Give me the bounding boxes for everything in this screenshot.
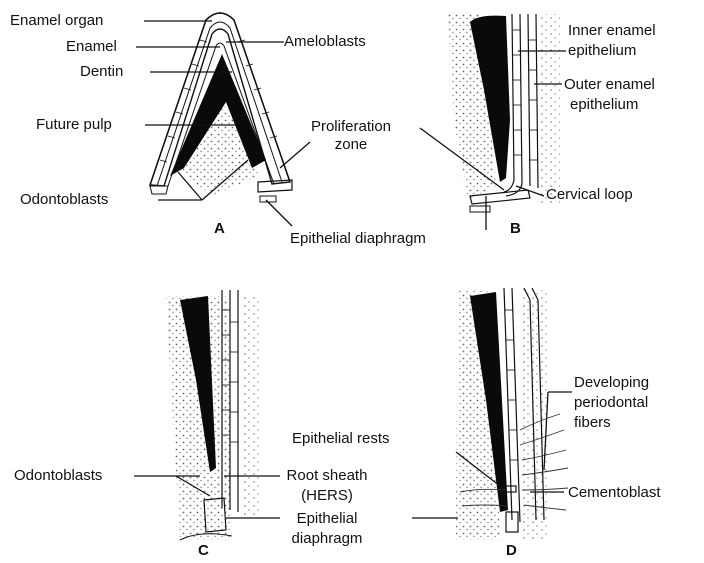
label-cementoblast: Cementoblast: [568, 484, 661, 502]
panel-d-letter: D: [506, 542, 517, 560]
label-enamel-organ: Enamel organ: [10, 12, 103, 30]
label-root-sheath-line2: (HERS): [282, 487, 372, 505]
label-outer-enamel-line2: epithelium: [570, 96, 638, 114]
panel-c-drawing: [166, 290, 262, 540]
label-future-pulp: Future pulp: [36, 116, 112, 134]
label-odontoblasts-c: Odontoblasts: [14, 467, 102, 485]
panel-b-drawing: [448, 12, 560, 212]
label-inner-enamel-line1: Inner enamel: [568, 22, 656, 40]
label-epithelial-diaphragm-c-line2: diaphragm: [282, 530, 372, 548]
panel-d-drawing: [456, 288, 568, 540]
label-epithelial-diaphragm-b: Epithelial diaphragm: [290, 230, 426, 248]
panel-b-letter: B: [510, 220, 521, 238]
label-epithelial-rests: Epithelial rests: [292, 430, 390, 448]
label-outer-enamel-line1: Outer enamel: [564, 76, 655, 94]
label-enamel: Enamel: [66, 38, 117, 56]
label-epithelial-diaphragm-c-line1: Epithelial: [282, 510, 372, 528]
label-root-sheath-line1: Root sheath: [282, 467, 372, 485]
label-ameloblasts: Ameloblasts: [284, 33, 366, 51]
label-cervical-loop: Cervical loop: [546, 186, 633, 204]
label-developing-fibers-line1: Developing: [574, 374, 649, 392]
label-proliferation-zone-line1: Proliferation: [306, 118, 396, 136]
label-inner-enamel-line2: epithelium: [568, 42, 636, 60]
label-proliferation-zone-line2: zone: [306, 136, 396, 154]
panel-a-letter: A: [214, 220, 225, 238]
label-dentin: Dentin: [80, 63, 123, 81]
panel-c-letter: C: [198, 542, 209, 560]
label-developing-fibers-line3: fibers: [574, 414, 611, 432]
panel-b-follicle: [540, 14, 560, 204]
label-odontoblasts-a: Odontoblasts: [20, 191, 108, 209]
label-developing-fibers-line2: periodontal: [574, 394, 648, 412]
